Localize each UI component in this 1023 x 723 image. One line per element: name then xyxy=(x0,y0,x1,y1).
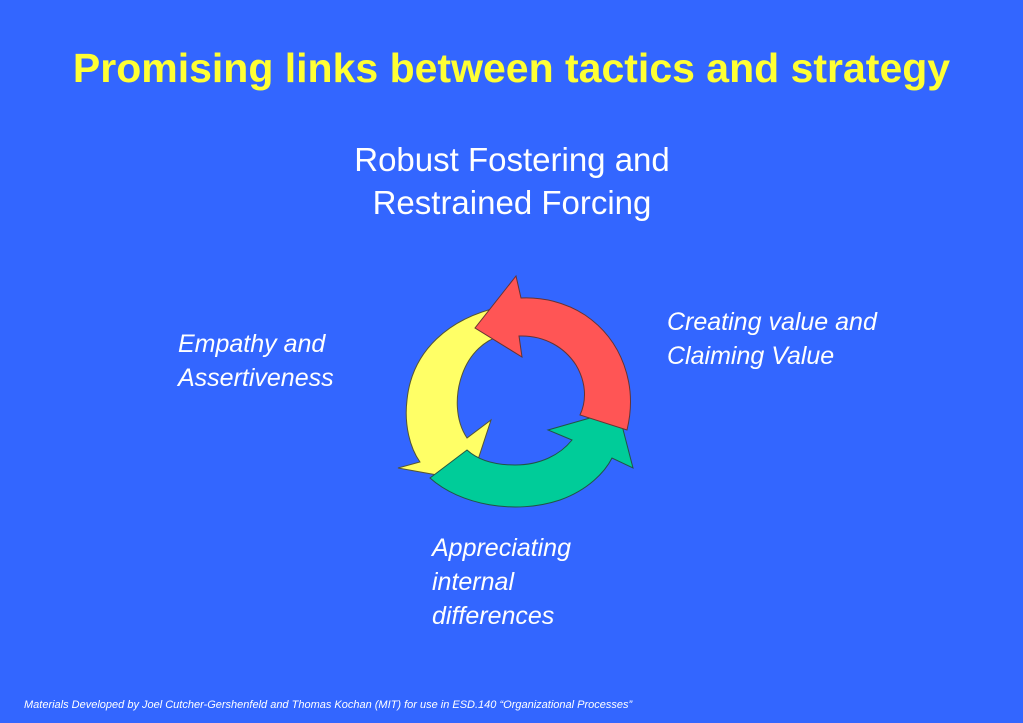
cycle-arrow-red xyxy=(474,274,631,431)
label-creating-claiming-value: Creating value and Claiming Value xyxy=(667,305,877,373)
slide-title: Promising links between tactics and stra… xyxy=(72,45,951,91)
label-left-line-2: Assertiveness xyxy=(178,364,334,392)
label-empathy-assertiveness: Empathy and Assertiveness xyxy=(178,327,334,395)
label-bottom-line-2: internal xyxy=(432,568,514,596)
label-bottom-line-1: Appreciating xyxy=(432,534,571,562)
slide-footer: Materials Developed by Joel Cutcher-Gers… xyxy=(24,699,633,711)
cycle-arrow-yellow xyxy=(397,306,501,482)
label-right-line-1: Creating value and xyxy=(667,308,877,336)
label-right-line-2: Claiming Value xyxy=(667,342,835,370)
label-bottom-line-3: differences xyxy=(432,602,555,630)
label-left-line-1: Empathy and xyxy=(178,330,326,358)
subtitle-line-1: Robust Fostering and xyxy=(354,141,670,178)
cycle-arrow-green xyxy=(429,409,634,508)
slide-subtitle: Robust Fostering and Restrained Forcing xyxy=(262,138,762,224)
label-appreciating-differences: Appreciating internal differences xyxy=(432,531,571,633)
subtitle-line-2: Restrained Forcing xyxy=(372,184,652,221)
